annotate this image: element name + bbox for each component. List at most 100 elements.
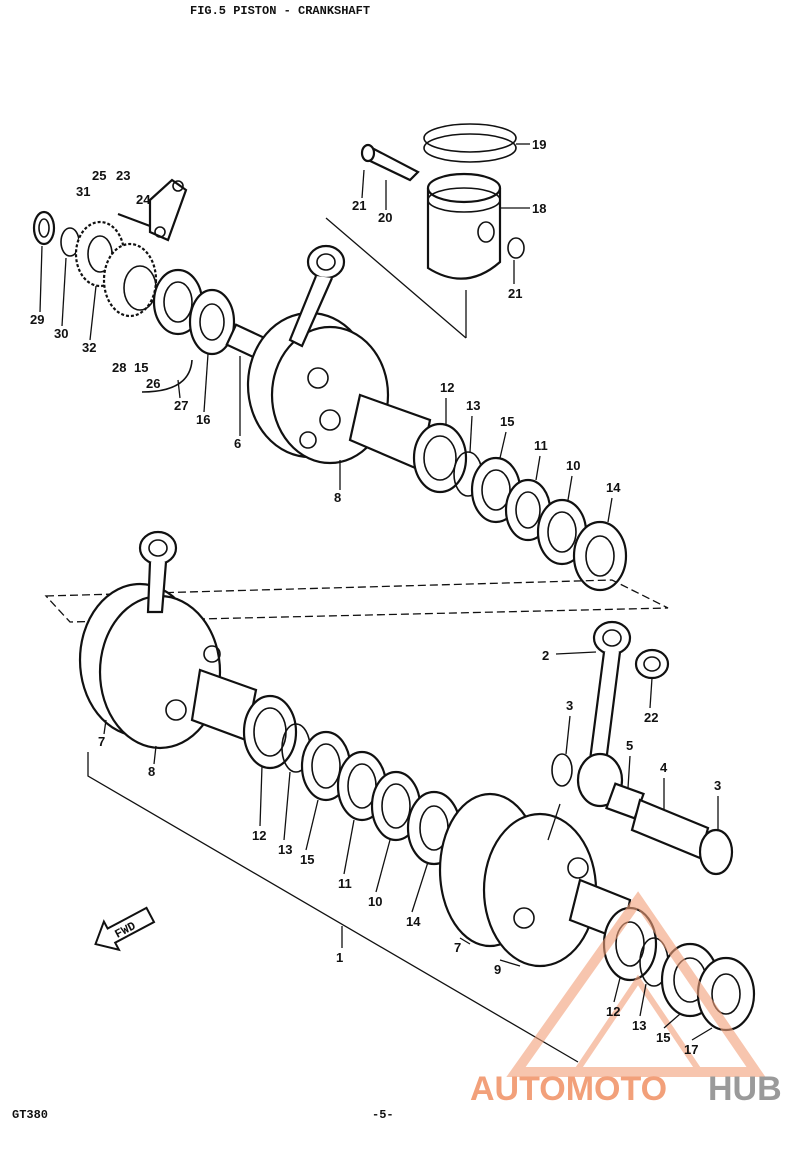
connecting-rod-top <box>288 244 346 348</box>
leader-line-22a <box>649 677 653 709</box>
bracket-line-1 <box>87 752 579 1063</box>
leader-line-14a <box>607 497 613 523</box>
page-number: -5- <box>372 1108 394 1122</box>
leader-line-17a <box>691 1027 713 1041</box>
connecting-rod-right <box>576 620 632 808</box>
part-label-22a: 22 <box>644 710 658 725</box>
part-label-11a: 11 <box>534 438 548 453</box>
leader-line-30a <box>61 257 67 327</box>
part-label-27a: 27 <box>174 398 188 413</box>
part-label-10b: 10 <box>368 894 382 909</box>
leader-line-12b <box>259 765 263 827</box>
part-label-30a: 30 <box>54 326 68 341</box>
part-label-26a: 26 <box>146 376 160 391</box>
leader-line-5a <box>627 755 631 789</box>
part-label-32a: 32 <box>82 340 96 355</box>
forward-arrow-icon: FWD <box>94 906 156 952</box>
part-label-21b: 21 <box>508 286 522 301</box>
leader-line-29a <box>39 245 43 313</box>
part-label-2a: 2 <box>542 648 549 663</box>
part-label-12c: 12 <box>606 1004 620 1019</box>
seal-12-top <box>412 422 468 494</box>
figure-title: FIG.5 PISTON - CRANKSHAFT <box>190 4 370 18</box>
pin-23 <box>117 212 151 228</box>
part-label-6a: 6 <box>234 436 241 451</box>
leader-line-14b <box>411 861 429 913</box>
seal-12-bottom <box>242 694 298 770</box>
washer-3-right <box>698 828 734 876</box>
piston <box>426 172 502 280</box>
part-label-17a: 17 <box>684 1042 698 1057</box>
leader-line-10a <box>567 475 573 501</box>
leader-line-9a <box>499 959 521 967</box>
leader-line-32a <box>89 285 97 341</box>
part-label-13b: 13 <box>278 842 292 857</box>
leader-line-2a <box>555 651 597 655</box>
bracket-line-right <box>547 803 561 841</box>
ref-plane <box>44 579 669 623</box>
leader-line-27a <box>177 379 181 399</box>
leader-line-15b <box>499 431 507 459</box>
watermark-brand-1: AUTOMOTO <box>470 1070 667 1108</box>
part-label-14b: 14 <box>406 914 421 929</box>
bearing-22 <box>634 648 670 680</box>
part-label-19a: 19 <box>532 137 546 152</box>
part-label-25a: 25 <box>92 168 106 183</box>
part-label-13a: 13 <box>466 398 480 413</box>
seal-14-top <box>572 520 628 592</box>
part-label-28a: 28 <box>112 360 126 375</box>
part-label-9a: 9 <box>494 962 501 977</box>
part-label-1a: 1 <box>336 950 343 965</box>
part-label-18a: 18 <box>532 201 546 216</box>
part-label-3b: 3 <box>714 778 721 793</box>
part-label-14a: 14 <box>606 480 621 495</box>
bearing-16-top <box>188 288 236 356</box>
part-label-31a: 31 <box>76 184 90 199</box>
part-label-29a: 29 <box>30 312 44 327</box>
watermark-brand-2: HUB <box>708 1070 782 1108</box>
part-label-15a: 15 <box>134 360 148 375</box>
connecting-rod-bottom <box>138 530 178 614</box>
oil-seal-29 <box>32 210 56 246</box>
part-label-15b: 15 <box>500 414 514 429</box>
part-label-12a: 12 <box>440 380 454 395</box>
lever-24 <box>148 178 188 242</box>
watermark-logo <box>506 891 766 1077</box>
leader-line-13b <box>283 771 291 841</box>
part-label-24a: 24 <box>136 192 151 207</box>
leader-line-21a <box>361 169 365 199</box>
leader-line-13a <box>469 415 473 453</box>
leader-line-12c <box>613 977 621 1003</box>
part-label-7a: 7 <box>98 734 105 749</box>
leader-line-15c <box>305 799 319 851</box>
washer-3-left <box>551 753 573 787</box>
part-label-15d: 15 <box>656 1030 670 1045</box>
leader-line-10b <box>375 839 391 893</box>
part-label-20a: 20 <box>378 210 392 225</box>
circlip-right <box>507 237 525 259</box>
leader-line-16a <box>203 353 209 413</box>
part-label-23a: 23 <box>116 168 130 183</box>
leader-line-7b <box>459 937 471 945</box>
leader-line-3a <box>565 715 571 755</box>
part-label-15c: 15 <box>300 852 314 867</box>
part-label-11b: 11 <box>338 876 352 891</box>
part-label-5a: 5 <box>626 738 633 753</box>
part-label-8b: 8 <box>148 764 155 779</box>
model-name: GT380 <box>12 1108 48 1122</box>
gear-28 <box>102 242 158 318</box>
crank-pin-4 <box>630 798 710 860</box>
part-label-21a: 21 <box>352 198 366 213</box>
part-label-3a: 3 <box>566 698 573 713</box>
piston-pin <box>360 143 420 182</box>
crank-wheel-bottom-right-9 <box>482 812 598 968</box>
part-label-10a: 10 <box>566 458 580 473</box>
leader-line-11a <box>535 455 541 481</box>
part-label-13c: 13 <box>632 1018 646 1033</box>
part-label-16a: 16 <box>196 412 210 427</box>
leader-line-7a <box>103 719 107 735</box>
leader-line-8b <box>153 745 157 765</box>
